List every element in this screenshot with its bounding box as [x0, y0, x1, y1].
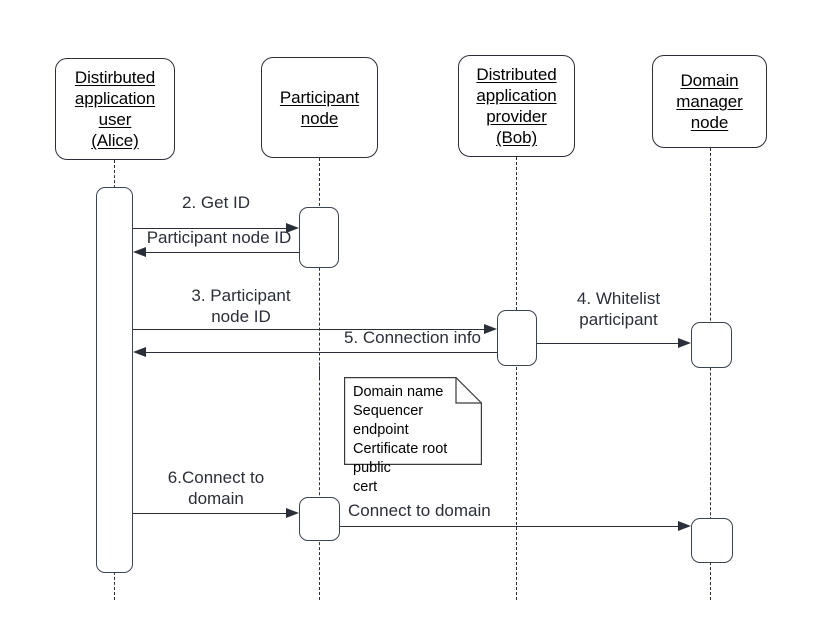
lifeline-header-bob[interactable]: Distributed application provider (Bob) — [458, 55, 575, 157]
message-participant-node-id-response-label: Participant node ID — [146, 228, 292, 247]
lifeline-header-domain-label: Domain manager node — [676, 71, 743, 132]
lifeline-header-bob-label: Distributed application provider (Bob) — [476, 65, 557, 147]
message-connection-info[interactable] — [133, 346, 497, 357]
lifeline-bob — [516, 157, 517, 600]
message-participant-node-id-label: 3. Participant node ID — [191, 286, 291, 326]
activation-bob — [497, 310, 537, 366]
note-connector — [319, 366, 320, 378]
message-participant-node-id-response[interactable] — [133, 246, 299, 257]
activation-participant-2 — [299, 497, 340, 541]
message-connection-info-label: 5. Connection info — [343, 328, 482, 347]
note-shape — [344, 377, 482, 465]
note-connection-info-text: Domain name Sequencer endpoint Certifica… — [353, 384, 448, 495]
message-connect-to-domain[interactable] — [133, 507, 299, 518]
activation-domain-2 — [691, 518, 733, 563]
lifeline-header-domain[interactable]: Domain manager node — [652, 55, 767, 148]
lifeline-domain — [710, 148, 711, 600]
lifeline-participant — [319, 158, 320, 600]
lifeline-header-participant[interactable]: Participant node — [261, 57, 378, 158]
note-connection-info: Domain name Sequencer endpoint Certifica… — [344, 377, 482, 495]
lifeline-header-alice[interactable]: Distirbuted application user (Alice) — [55, 58, 175, 160]
message-participant-node-id[interactable] — [133, 323, 497, 334]
message-whitelist-participant[interactable] — [537, 337, 691, 348]
message-connect-to-domain-label: 6.Connect to domain — [167, 468, 265, 508]
lifeline-header-alice-label: Distirbuted application user (Alice) — [74, 68, 156, 150]
lifeline-header-participant-label: Participant node — [279, 87, 360, 128]
message-get-id[interactable] — [133, 222, 299, 233]
message-get-id-label: 2. Get ID — [181, 193, 251, 212]
message-whitelist-participant-label: 4. Whitelist participant — [576, 289, 661, 329]
activation-participant-1 — [299, 207, 339, 268]
activation-alice — [96, 187, 133, 573]
activation-domain-1 — [691, 322, 732, 368]
message-connect-to-domain-forward-label: Connect to domain — [348, 501, 491, 520]
message-connect-to-domain-forward[interactable] — [340, 520, 691, 531]
